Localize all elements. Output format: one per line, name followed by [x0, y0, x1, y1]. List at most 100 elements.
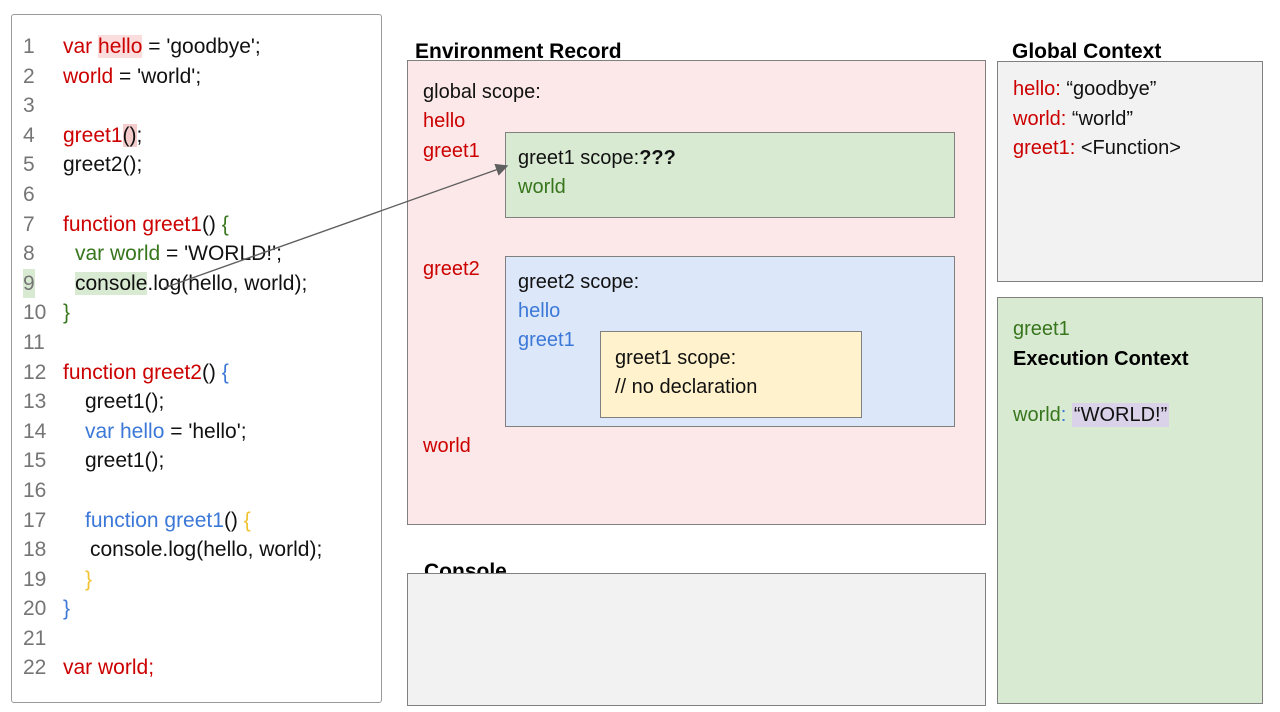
line-number: 21	[12, 624, 63, 654]
code-token: greet1	[63, 123, 123, 147]
line-code: console.log(hello, world);	[63, 535, 381, 565]
code-token: }	[63, 301, 71, 325]
line-number: 12	[12, 358, 63, 388]
line-number-text: 3	[23, 94, 35, 118]
code-token: world	[63, 64, 114, 88]
line-code: function greet1() {	[63, 210, 381, 240]
line-number-text: 5	[23, 153, 35, 177]
line-code: console.log(hello, world);	[63, 269, 381, 299]
line-number-text: 11	[23, 330, 45, 354]
line-number: 7	[12, 210, 63, 240]
code-token: var	[63, 35, 99, 58]
line-code	[63, 328, 381, 358]
code-line: 5 greet2();	[12, 150, 381, 180]
line-number-text: 18	[23, 538, 47, 562]
code-token: greet1();	[85, 449, 165, 473]
code-line: 21	[12, 624, 381, 654]
line-number-text: 16	[23, 478, 47, 502]
line-code: greet2();	[63, 150, 381, 180]
line-number-text: 1	[23, 35, 35, 58]
code-token: greet2();	[63, 153, 143, 177]
line-code: var hello = 'hello';	[63, 417, 381, 447]
global-scope-label: global scope:	[423, 81, 541, 103]
line-number: 22	[12, 653, 63, 683]
entry-value: “world”	[1071, 107, 1134, 130]
code-token: ()	[223, 508, 244, 532]
line-number-text: 2	[23, 64, 35, 88]
line-number-text: 15	[23, 449, 47, 473]
line-number: 20	[12, 594, 63, 624]
line-number-text: 17	[23, 508, 47, 532]
line-code	[63, 91, 381, 121]
line-number: 9	[12, 268, 63, 299]
global-context-box: hello: “goodbye” world: “world” greet1: …	[997, 61, 1263, 282]
line-number: 8	[12, 239, 63, 269]
line-number-text: 10	[23, 301, 47, 325]
code-line: 10}	[12, 298, 381, 328]
code-token: = 'goodbye';	[142, 35, 261, 58]
entry-name: greet1:	[1013, 137, 1076, 159]
line-number: 2	[12, 62, 63, 92]
line-code	[63, 180, 381, 210]
line-code: function greet1() {	[63, 506, 381, 536]
code-token: }	[85, 567, 93, 591]
code-lines: 1 var hello = 'goodbye'; 2 world = 'world';…	[12, 32, 381, 683]
inner-greet1-scope-comment: // no declaration	[615, 376, 758, 398]
global-context-entry-hello: hello: “goodbye”	[1013, 75, 1247, 105]
line-code	[63, 476, 381, 506]
execution-context-box: greet1 Execution Context world: “WORLD!”	[997, 297, 1263, 704]
code-line: 20}	[12, 594, 381, 624]
execution-context-title: Execution Context	[1013, 347, 1189, 370]
code-line: 19}	[12, 565, 381, 595]
code-token: ()	[201, 360, 222, 384]
code-token: var hello	[85, 419, 165, 443]
code-token: function greet1	[85, 508, 224, 532]
greet2-scope-var-greet1: greet1	[518, 329, 575, 351]
line-code: world = 'world';	[63, 62, 381, 92]
code-token: ()	[201, 212, 222, 236]
line-number: 15	[12, 446, 63, 476]
greet1-scope-title-row: greet1 scope:???	[518, 144, 942, 173]
line-number: 13	[12, 387, 63, 417]
line-code: var hello = 'goodbye';	[63, 32, 381, 62]
code-line: 12 function greet2() {	[12, 358, 381, 388]
line-number-text: 8	[23, 242, 35, 266]
line-number: 4	[12, 121, 63, 151]
line-number-text: 13	[23, 390, 47, 414]
entry-name: world:	[1013, 107, 1067, 130]
line-number: 14	[12, 417, 63, 447]
code-token: function greet2	[63, 360, 202, 384]
global-context-title: Global Context	[1012, 40, 1162, 64]
line-code: }	[63, 298, 381, 328]
line-number: 16	[12, 476, 63, 506]
code-token: {	[221, 212, 229, 236]
line-number: 18	[12, 535, 63, 565]
execution-context-fn-name: greet1	[1013, 318, 1070, 340]
line-number: 5	[12, 150, 63, 180]
code-line: 18 console.log(hello, world);	[12, 535, 381, 565]
line-number-text: 4	[23, 123, 35, 147]
code-line: 3	[12, 91, 381, 121]
line-code: function greet2() {	[63, 358, 381, 388]
code-line: 1 var hello = 'goodbye';	[12, 32, 381, 62]
code-token: = 'WORLD!';	[160, 242, 282, 266]
line-number-text: 9	[23, 268, 35, 299]
global-context-entry-world: world: “world”	[1013, 105, 1247, 135]
code-token: .log(hello, world);	[147, 271, 308, 295]
line-number: 11	[12, 328, 63, 358]
entry-value: “goodbye”	[1066, 78, 1157, 100]
entry-value: <Function>	[1080, 137, 1181, 159]
line-number-text: 20	[23, 597, 47, 621]
code-line: 11	[12, 328, 381, 358]
code-line: 17 function greet1() {	[12, 506, 381, 536]
code-token: = 'world';	[113, 64, 202, 88]
line-number: 3	[12, 91, 63, 121]
line-number-text: 12	[23, 360, 47, 384]
execution-context-var-row: world: “WORLD!”	[1013, 401, 1247, 431]
greet2-scope-var-hello: hello	[518, 300, 561, 322]
line-number: 10	[12, 298, 63, 328]
